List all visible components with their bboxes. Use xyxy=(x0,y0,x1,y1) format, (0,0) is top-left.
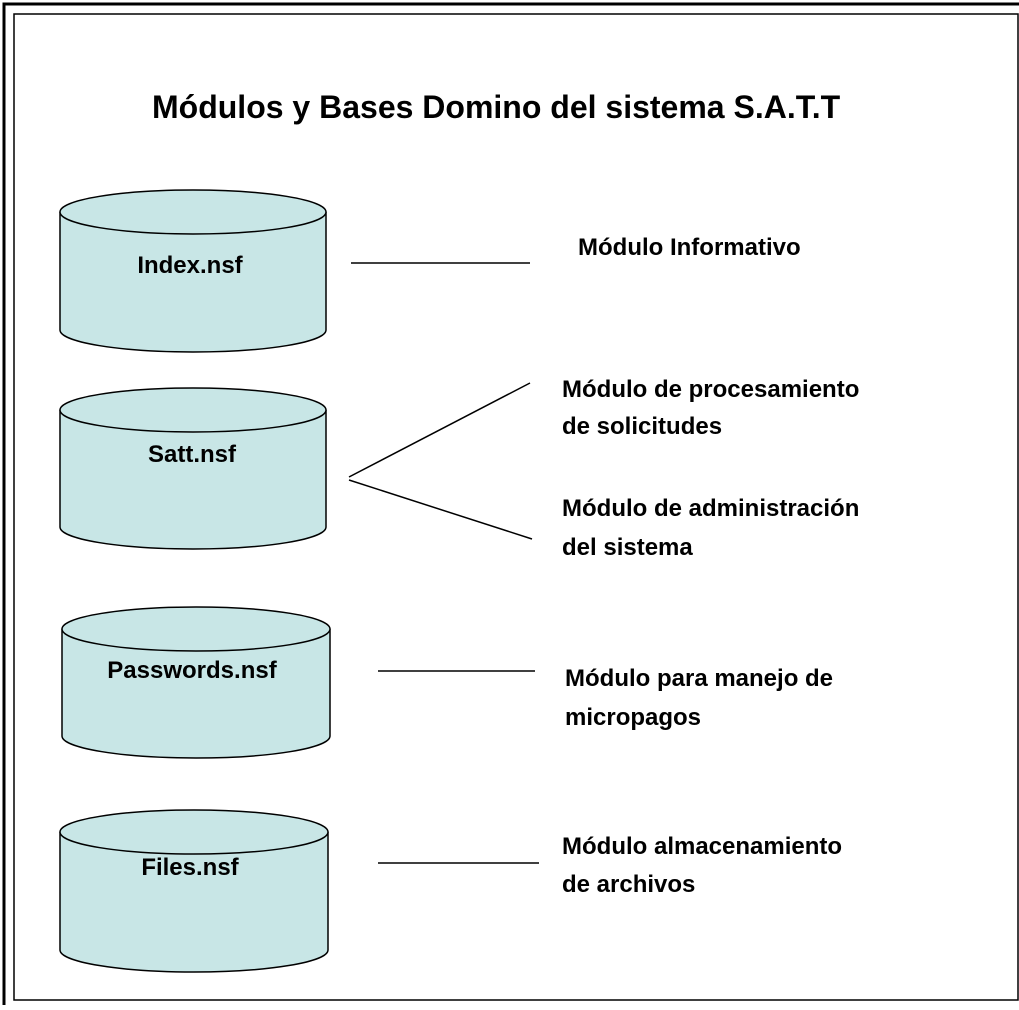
database-cylinder-passwords: Passwords.nsf xyxy=(61,606,331,759)
connector-line xyxy=(348,382,531,478)
connector-line xyxy=(348,479,533,540)
module-label: del sistema xyxy=(562,534,693,561)
database-cylinder-satt: Satt.nsf xyxy=(59,387,327,550)
database-label: Index.nsf xyxy=(137,252,243,279)
module-label: de solicitudes xyxy=(562,413,722,440)
database-cylinder-index: Index.nsf xyxy=(59,189,327,353)
inner-frame xyxy=(13,13,1019,1001)
module-label: Módulo Informativo xyxy=(578,234,801,261)
diagram-title: Módulos y Bases Domino del sistema S.A.T… xyxy=(152,89,841,125)
module-label: micropagos xyxy=(565,704,701,731)
module-label: Módulo almacenamiento xyxy=(562,833,842,860)
module-label: Módulo de procesamiento xyxy=(562,376,859,403)
database-cylinder-files: Files.nsf xyxy=(59,809,329,973)
module-label: Módulo de administración xyxy=(562,495,859,522)
database-label: Files.nsf xyxy=(141,854,239,881)
module-label: de archivos xyxy=(562,871,695,898)
database-label: Satt.nsf xyxy=(148,441,237,468)
module-label: Módulo para manejo de xyxy=(565,665,833,692)
database-label: Passwords.nsf xyxy=(107,657,277,684)
